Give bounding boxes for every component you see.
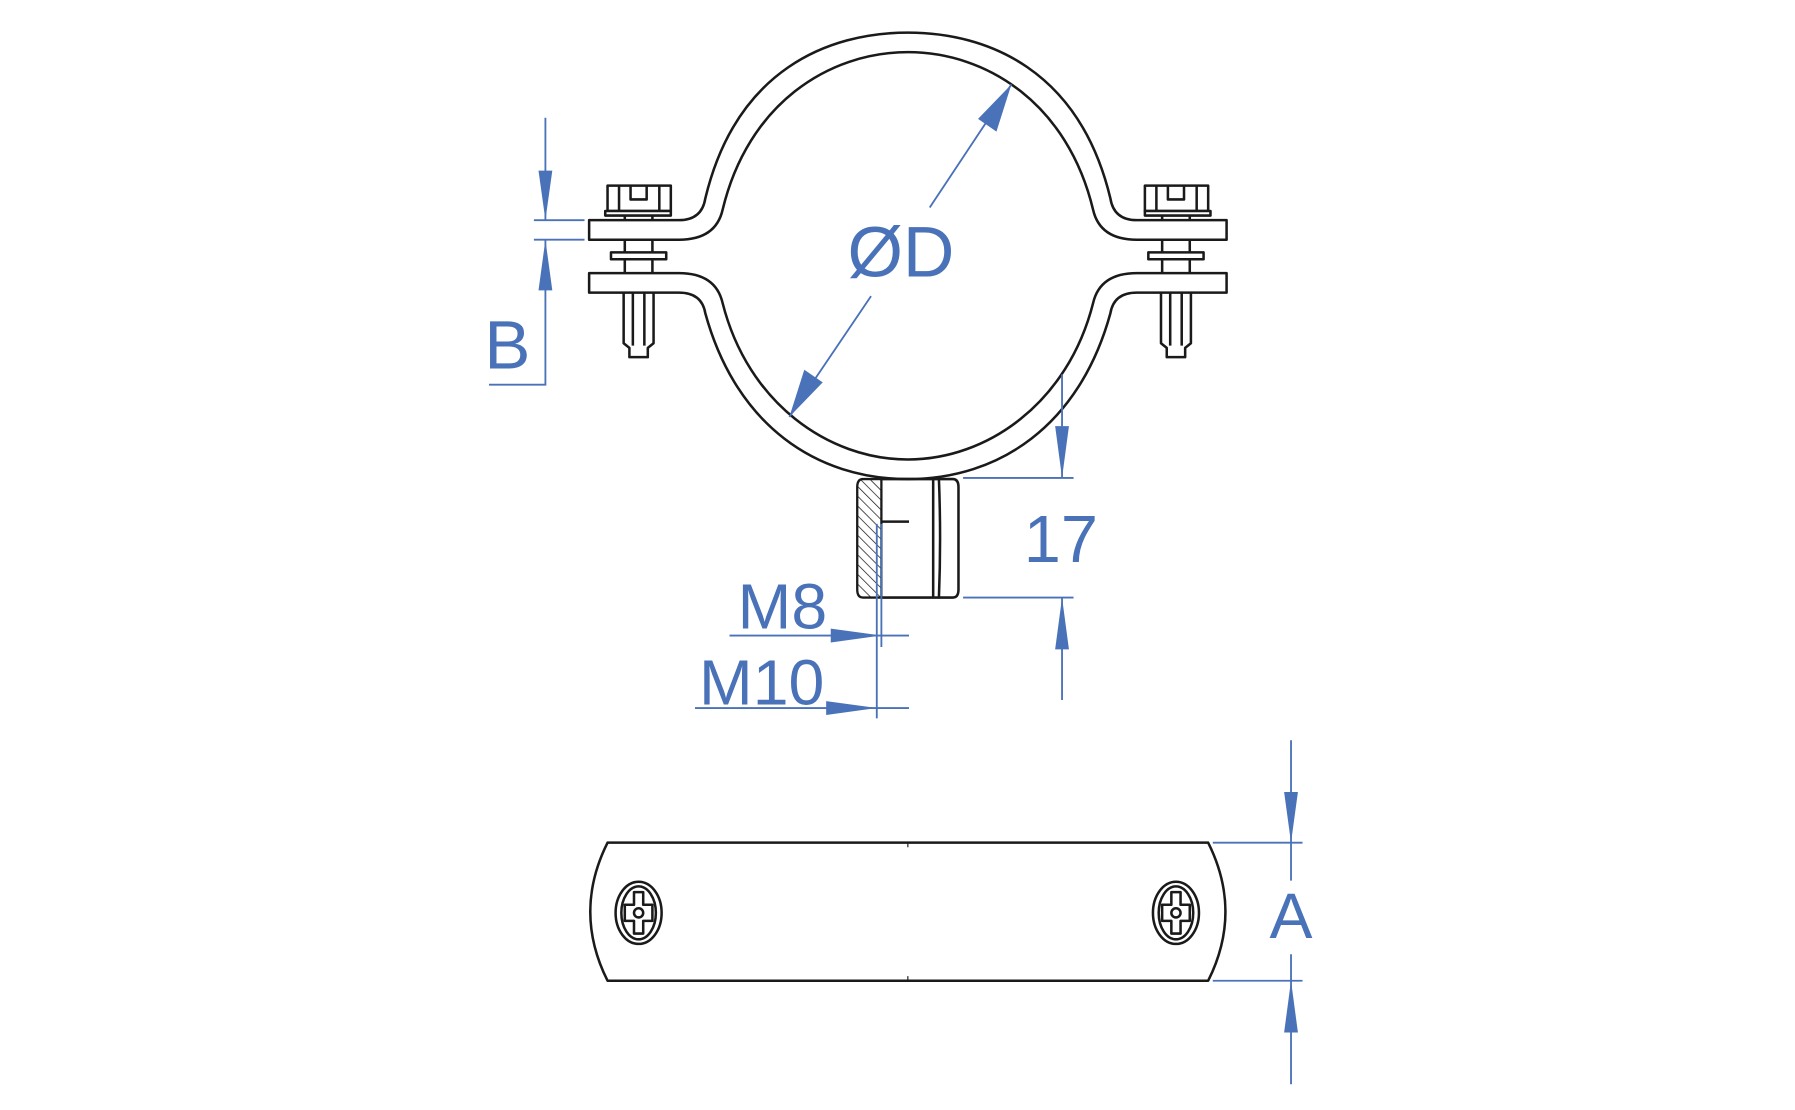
label-b: B	[484, 307, 530, 384]
label-a: A	[1270, 880, 1313, 952]
dimension-nut-height: 17	[963, 374, 1098, 700]
threaded-nut	[856, 477, 960, 599]
label-m8: M8	[738, 571, 827, 643]
dimension-a: A	[1212, 740, 1313, 1085]
label-nut-height: 17	[1024, 503, 1098, 577]
dimension-b: B	[484, 117, 585, 386]
clamp-ring	[587, 31, 1228, 481]
right-screw-head	[1151, 880, 1201, 946]
label-diameter: ØD	[847, 213, 954, 293]
clamp-top-view	[589, 841, 1227, 983]
label-m10: M10	[699, 647, 824, 719]
left-bolt	[603, 184, 673, 359]
dimension-threads: M8 M10	[694, 523, 910, 719]
right-bolt	[1143, 184, 1212, 359]
dimension-diameter: ØD	[788, 83, 1013, 418]
left-screw-head	[614, 880, 663, 946]
